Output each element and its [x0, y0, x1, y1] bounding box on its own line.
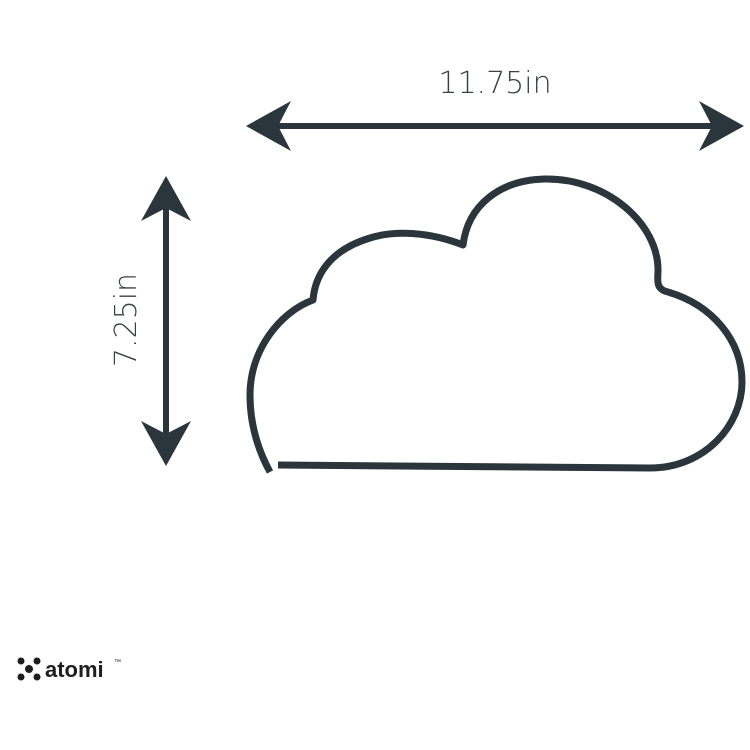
brand-name: atomi — [45, 657, 104, 682]
width-arrowhead-left — [246, 101, 291, 151]
width-label: 11.75in — [438, 66, 551, 101]
atomi-logo-icon — [17, 657, 41, 681]
height-label: 7.25in — [109, 273, 144, 367]
height-arrowhead-top — [141, 176, 191, 221]
height-arrowhead-bottom — [141, 421, 191, 466]
cloud-outline — [246, 175, 746, 474]
brand-logo: atomi ™ — [17, 657, 121, 682]
height-dimension: 7.25in — [109, 176, 191, 466]
width-dimension: 11.75in — [246, 66, 744, 151]
width-arrowhead-right — [699, 101, 744, 151]
brand-trademark: ™ — [114, 659, 121, 666]
